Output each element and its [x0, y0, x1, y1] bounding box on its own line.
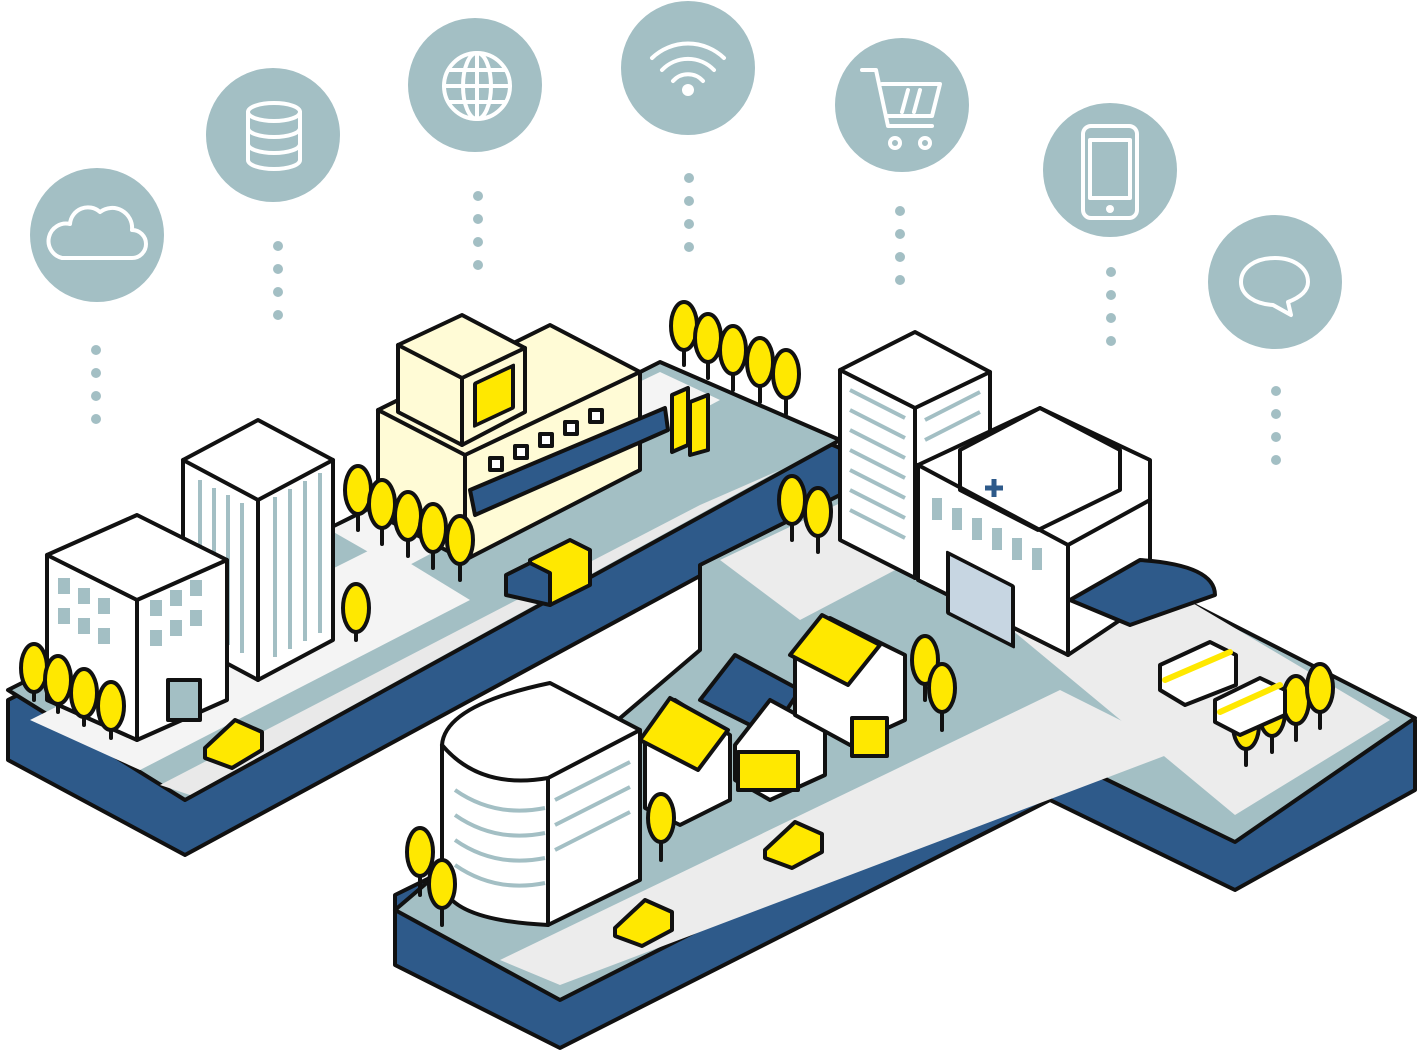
curved-building [440, 681, 642, 927]
globe-icon [408, 18, 542, 270]
database-icon [206, 68, 340, 320]
car [763, 820, 824, 870]
cloud-icon [30, 168, 164, 424]
service-icons [30, 1, 1342, 465]
supermarket [376, 313, 710, 562]
medical-cross-icon [985, 479, 1003, 497]
chat-bubble-icon [1208, 215, 1342, 465]
wifi-icon [621, 1, 755, 252]
bus [1158, 640, 1238, 707]
car [203, 718, 264, 770]
vehicles [203, 538, 1287, 948]
hospital-canopy [1068, 558, 1217, 627]
smartphone-icon [1043, 103, 1177, 346]
delivery-truck [504, 538, 592, 607]
cart-icon [835, 38, 969, 285]
cart-sign-icon [473, 363, 515, 428]
hospital [916, 406, 1217, 657]
shop-awning [468, 406, 670, 517]
car [613, 898, 674, 948]
flags [670, 386, 710, 457]
bus [1213, 676, 1287, 737]
